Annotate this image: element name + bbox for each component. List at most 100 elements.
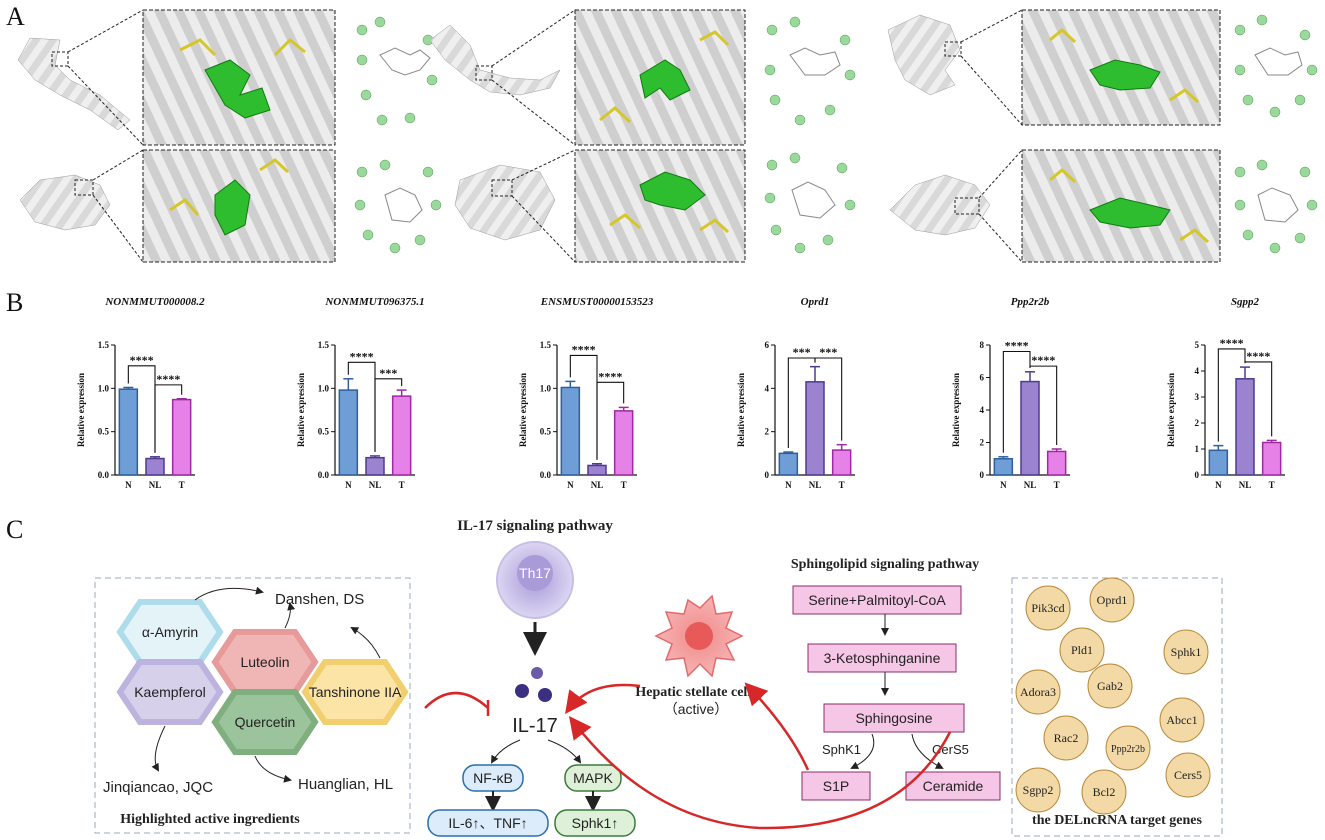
il17-pathway-title: IL-17 signaling pathway (457, 518, 613, 534)
significance-label: **** (1005, 339, 1029, 353)
panel-letter-c: C (6, 515, 24, 544)
y-tick-label: 1 (1195, 444, 1200, 454)
significance-label: **** (156, 372, 180, 386)
y-tick-label: 2 (980, 438, 985, 448)
genes-box (1011, 577, 1223, 837)
hsc-label: Hepatic stellate cells (635, 685, 757, 700)
docking-complex-3 (887, 9, 1318, 126)
x-tick-label: N (1215, 480, 1222, 490)
gene-circle (1043, 715, 1089, 761)
gene-label: Pld1 (1071, 643, 1093, 657)
th17-label: Th17 (519, 565, 551, 581)
significance-bracket (154, 384, 183, 453)
gene-circle (1059, 627, 1105, 673)
x-tick-label: NL (809, 480, 822, 490)
y-tick-label: 0.5 (98, 427, 110, 437)
sphk1-up-box (554, 809, 636, 837)
y-tick-label: 1.5 (540, 340, 552, 350)
x-tick-label: T (179, 480, 185, 490)
herb-arrow (194, 586, 264, 601)
herb-label-danshen: Danshen, DS (275, 591, 364, 608)
docking-panel (17, 9, 1318, 263)
docking-complex-5 (454, 149, 856, 263)
s1p-label: S1P (823, 778, 849, 794)
chart-title: NONMMUT000008.2 (104, 296, 205, 308)
ingredients-box (94, 577, 411, 834)
il17-label: IL-17 (512, 715, 558, 737)
significance-label: *** (793, 345, 811, 359)
significance-bracket (374, 378, 403, 452)
gene-label: Gab2 (1097, 679, 1123, 693)
gene-circle (1105, 725, 1151, 771)
gene-label: Sphk1 (1171, 645, 1202, 659)
il6-tnf-box (427, 809, 549, 837)
x-tick-label: T (621, 480, 627, 490)
gene-circle (1015, 669, 1061, 715)
s1p-to-hsc-arrow (744, 682, 810, 771)
x-tick-label: N (785, 480, 792, 490)
bar-n (1208, 449, 1229, 476)
y-tick-label: 1.0 (540, 383, 552, 393)
y-tick-label: 0.0 (540, 470, 552, 480)
bar-n (993, 458, 1014, 476)
x-tick-label: N (345, 480, 352, 490)
bar-nl (145, 457, 165, 476)
y-tick-label: 1.0 (318, 383, 330, 393)
significance-bracket (1217, 348, 1246, 442)
gene-circle (1165, 752, 1211, 798)
bar-nl (1020, 380, 1040, 476)
herb-label-jinqiancao: Jinqiancao, JQC (103, 779, 213, 796)
significance-label: **** (1031, 353, 1055, 367)
panel-letter-a: A (6, 2, 25, 31)
y-tick-label: 0.5 (318, 427, 330, 437)
docking-complex-1 (17, 9, 447, 146)
bar-t (171, 398, 192, 476)
gene-circle (1089, 577, 1135, 623)
y-tick-label: 5 (1195, 340, 1200, 350)
y-tick-label: 2 (1195, 418, 1200, 428)
y-tick-label: 6 (765, 340, 770, 350)
gene-circle (1015, 767, 1061, 813)
bar-nl (1235, 378, 1255, 476)
gene-label: Bcl2 (1093, 785, 1116, 799)
significance-label: **** (1220, 336, 1244, 350)
significance-label: **** (350, 349, 374, 363)
ingredient-label: Luteolin (240, 654, 289, 670)
chart-title: NONMMUT096375.1 (324, 296, 424, 308)
gene-label: Rac2 (1054, 731, 1079, 745)
docking-complex-2 (429, 9, 856, 146)
significance-bracket (1002, 350, 1031, 453)
y-tick-label: 0.0 (98, 470, 110, 480)
y-axis-label: Relative expression (518, 373, 528, 447)
hepatic-stellate-cell-icon (654, 594, 744, 678)
gene-circle (1159, 697, 1205, 743)
hsc-to-il17-arrow (565, 683, 641, 715)
sph-step-label: 3-Ketosphinganine (824, 650, 941, 666)
ingredient-label: Quercetin (235, 714, 296, 730)
sph-step-1 (792, 585, 962, 615)
mapk-label: MAPK (573, 770, 613, 786)
significance-bracket (596, 381, 625, 460)
hexagon-kaempferol: Kaempferol (116, 659, 224, 725)
significance-label: **** (130, 353, 154, 367)
cers5-to-il17-arrow (568, 716, 952, 830)
sphk1-up-label: Sphk1↑ (572, 815, 619, 831)
bar-n (118, 388, 139, 476)
x-tick-label: N (125, 480, 132, 490)
ceramide-label: Ceramide (923, 778, 984, 794)
gene-circle (1163, 629, 1209, 675)
y-tick-label: 8 (980, 340, 985, 350)
gene-label: Pik3cd (1031, 601, 1064, 615)
herb-label-huanglian: Huanglian, HL (298, 776, 393, 793)
y-axis-label: Relative expression (736, 373, 746, 447)
docking-complex-4 (19, 149, 442, 263)
y-tick-label: 1.0 (98, 383, 110, 393)
hexagon-alpha-amyrin: α-Amyrin (116, 599, 224, 665)
y-axis-label: Relative expression (296, 373, 306, 447)
significance-bracket (1244, 361, 1273, 437)
y-axis-label: Relative expression (1166, 373, 1176, 447)
significance-label: **** (598, 369, 622, 383)
x-tick-label: N (567, 480, 574, 490)
